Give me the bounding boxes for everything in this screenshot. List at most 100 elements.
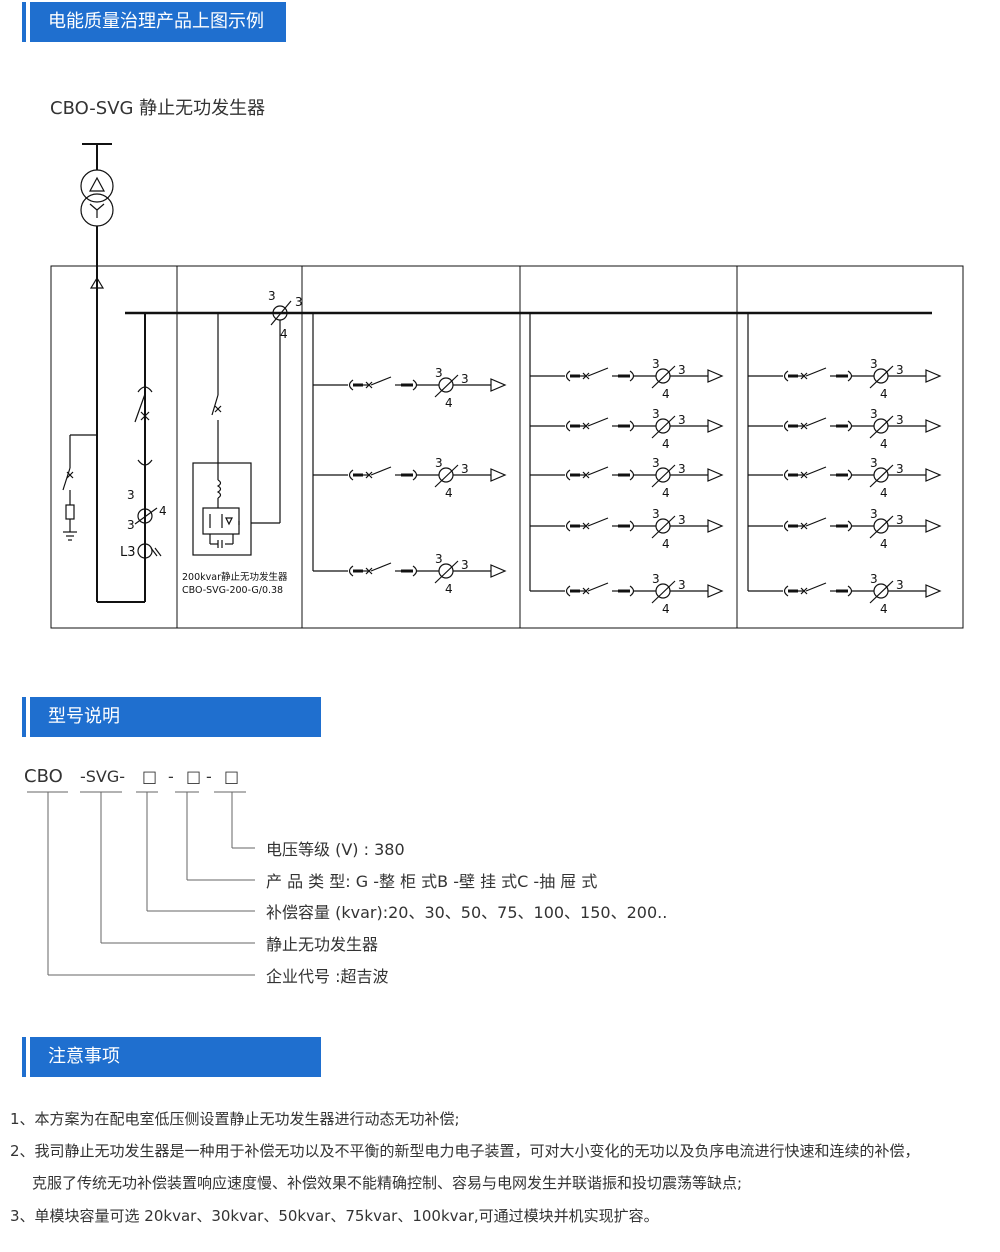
outgoing-arrow-icon xyxy=(707,519,724,533)
transformer-primary-icon xyxy=(80,169,114,203)
plug-icon xyxy=(348,565,354,577)
current-transformer-icon xyxy=(438,377,454,393)
ct-ratio-label: 4 xyxy=(445,582,453,596)
feeder-circuit xyxy=(748,415,942,439)
ct-ratio-label: 3 xyxy=(896,578,904,592)
ct-ratio-label: 4 xyxy=(880,437,888,451)
current-transformer-icon xyxy=(655,467,671,483)
feeder-circuit xyxy=(313,374,507,398)
outgoing-arrow-icon xyxy=(925,369,942,383)
note-2-continued: 克服了传统无功补偿装置响应速度慢、补偿效果不能精确控制、容易与电网发生并联谐振和… xyxy=(32,1174,743,1192)
current-transformer-icon xyxy=(655,418,671,434)
section-title: 型号说明 xyxy=(48,706,120,727)
code-type-box: □ xyxy=(186,767,201,786)
plug-icon xyxy=(412,565,418,577)
note-1: 1、本方案为在配电室低压侧设置静止无功发生器进行动态无功补偿; xyxy=(10,1110,460,1128)
ct-ratio-label: 3 xyxy=(870,456,878,470)
ct-ratio-label: 3 xyxy=(461,558,469,572)
plug-icon xyxy=(565,585,571,597)
plug-icon xyxy=(348,379,354,391)
plug-icon xyxy=(629,370,635,382)
svg-cabinet-caption: 200kvar静止无功发生器 xyxy=(182,571,288,583)
ct-ratio-label: 3 xyxy=(461,462,469,476)
feeder-circuit xyxy=(748,580,942,604)
plug-icon xyxy=(565,370,571,382)
switch-icon xyxy=(587,466,609,476)
plug-icon xyxy=(629,420,635,432)
switch-icon xyxy=(587,517,609,527)
outgoing-arrow-icon xyxy=(707,419,724,433)
ct-ratio-label: 3 xyxy=(461,372,469,386)
plug-icon xyxy=(783,585,789,597)
outgoing-arrow-icon xyxy=(490,564,507,578)
plug-icon xyxy=(847,469,853,481)
feeder-circuit xyxy=(748,365,942,389)
ct-ratio-label: 4 xyxy=(445,396,453,410)
plug-icon xyxy=(565,520,571,532)
plug-icon xyxy=(847,520,853,532)
ct-ratio-label: 3 xyxy=(678,462,686,476)
plug-icon xyxy=(629,520,635,532)
ct-ratio-label: 3 xyxy=(870,357,878,371)
feeder-circuit xyxy=(530,464,724,488)
ct-ratio-label: 4 xyxy=(662,537,670,551)
ct-ratio-label: 3 xyxy=(870,507,878,521)
feeder-circuit xyxy=(530,515,724,539)
plug-icon xyxy=(847,420,853,432)
current-transformer-icon xyxy=(438,467,454,483)
code-product: -SVG- xyxy=(80,767,125,786)
code-dash-1: - xyxy=(168,767,174,786)
plug-icon xyxy=(847,370,853,382)
ct-ratio-label: 4 xyxy=(280,327,288,341)
model-company: 企业代号 :超吉波 xyxy=(266,967,388,986)
ct-ratio-label: 4 xyxy=(159,504,167,518)
ct-ratio-label: 3 xyxy=(127,488,135,502)
feeder-circuit xyxy=(748,515,942,539)
switch-icon xyxy=(587,367,609,377)
plug-icon xyxy=(629,469,635,481)
plug-icon xyxy=(783,469,789,481)
outgoing-arrow-icon xyxy=(490,468,507,482)
plug-icon xyxy=(565,420,571,432)
ct-ratio-label: 3 xyxy=(870,572,878,586)
outgoing-arrow-icon xyxy=(925,519,942,533)
switch-icon xyxy=(805,582,827,592)
switch-icon xyxy=(805,367,827,377)
outgoing-arrow-icon xyxy=(707,584,724,598)
outgoing-arrow-icon xyxy=(925,468,942,482)
section-title: 注意事项 xyxy=(48,1046,120,1067)
code-capacity-box: □ xyxy=(142,767,157,786)
section-marker-icon xyxy=(8,2,30,42)
switch-icon xyxy=(370,562,392,572)
ct-ratio-label: 3 xyxy=(896,413,904,427)
ct-ratio-label: 3 xyxy=(295,295,303,309)
section-marker-icon xyxy=(8,697,30,737)
ct-ratio-label: 3 xyxy=(678,363,686,377)
model-capacity: 补偿容量 (kvar):20、30、50、75、100、150、200.. xyxy=(266,903,667,922)
switch-icon xyxy=(587,582,609,592)
note-3: 3、单模块容量可选 20kvar、30kvar、50kvar、75kvar、10… xyxy=(10,1207,659,1225)
ct-ratio-label: 4 xyxy=(880,486,888,500)
switch-icon xyxy=(805,417,827,427)
feeder-circuit xyxy=(530,365,724,389)
model-voltage: 电压等级 (V) : 380 xyxy=(266,840,405,859)
current-transformer-icon xyxy=(873,368,889,384)
switch-icon xyxy=(805,517,827,527)
ct-ratio-label: 4 xyxy=(662,437,670,451)
feeder-circuit xyxy=(530,580,724,604)
current-transformer-icon xyxy=(655,368,671,384)
note-2: 2、我司静止无功发生器是一种用于补偿无功以及不平衡的新型电力电子装置，可对大小变… xyxy=(10,1142,920,1160)
ct-ratio-label: 4 xyxy=(662,486,670,500)
ct-ratio-label: 4 xyxy=(662,602,670,616)
model-code-diagram: CBO -SVG- □ - □ - □ 电压等级 (V) : 380 产 品 类… xyxy=(24,766,667,986)
ct-ratio-label: 3 xyxy=(678,513,686,527)
ct-ratio-label: 3 xyxy=(896,363,904,377)
outgoing-arrow-icon xyxy=(707,468,724,482)
